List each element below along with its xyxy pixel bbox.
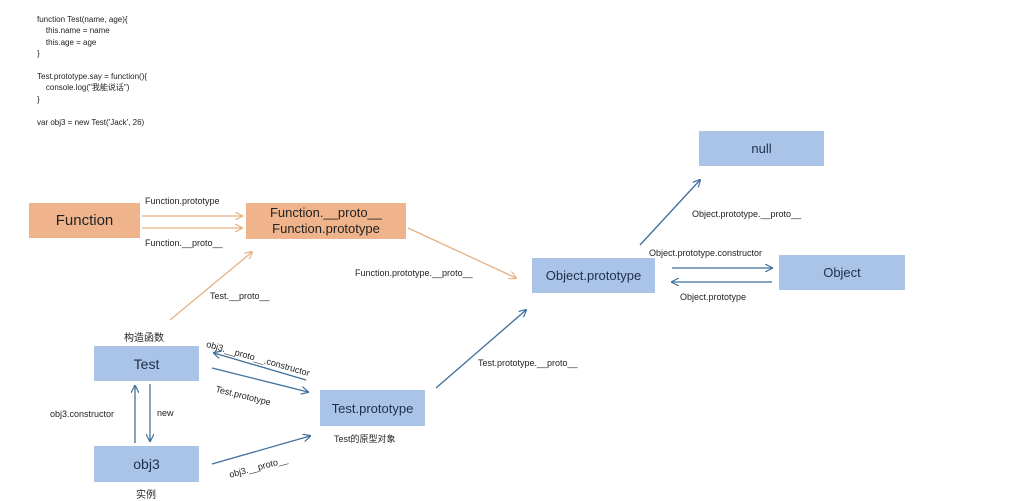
label-obj3-constructor: obj3.constructor	[50, 409, 115, 419]
code-line: var obj3 = new Test('Jack', 26)	[37, 117, 145, 127]
node-null: null	[699, 131, 824, 166]
code-line: console.log("我能说话")	[37, 83, 130, 93]
node-test-prototype: Test.prototype	[320, 390, 425, 426]
caption-instance: 实例	[136, 490, 156, 501]
code-line: this.name = name	[37, 26, 110, 36]
node-object-prototype: Object.prototype	[532, 258, 655, 293]
arrow-test-proto	[169, 252, 252, 321]
label-function-prototype: Function.prototype	[145, 196, 220, 206]
caption-test-prototype: Test的原型对象	[334, 434, 396, 444]
code-line: this.age = age	[37, 37, 97, 47]
label-object-prototype-constructor: Object.prototype.constructor	[649, 248, 763, 258]
label-function-proto: Function.__proto__	[145, 238, 223, 248]
node-test-label: Test	[133, 355, 160, 372]
label-test-proto: Test.__proto__	[210, 291, 270, 301]
label-test-prototype-proto: Test.prototype.__proto__	[478, 358, 578, 368]
caption-constructor: 构造函数	[124, 333, 164, 344]
label-function-prototype-proto: Function.prototype.__proto__	[355, 268, 473, 278]
arrow-test-prototype-proto	[435, 310, 526, 389]
node-function-label: Function	[55, 212, 114, 229]
label-object-prototype-proto: Object.prototype.__proto__	[692, 209, 802, 219]
node-function: Function	[29, 203, 140, 238]
node-test: Test	[94, 346, 199, 381]
node-object: Object	[779, 255, 905, 290]
node-obj3-label: obj3	[133, 456, 160, 472]
label-new: new	[157, 408, 174, 418]
node-object-prototype-label: Object.prototype	[545, 268, 642, 283]
label-object-prototype: Object.prototype	[680, 292, 747, 302]
node-obj3: obj3	[94, 446, 199, 482]
node-function-proto: Function.__proto__ Function.prototype	[246, 203, 406, 239]
node-object-label: Object	[823, 265, 861, 280]
code-line: }	[37, 94, 40, 104]
arrow-obj3-proto-constructor	[214, 353, 307, 381]
code-snippet: function Test(name, age){ this.name = na…	[37, 14, 147, 128]
code-line: Test.prototype.say = function(){	[37, 71, 148, 81]
code-line: function Test(name, age){	[37, 15, 128, 24]
code-line: }	[37, 49, 40, 59]
node-test-prototype-label: Test.prototype	[331, 400, 414, 416]
node-function-proto-label-2: Function.prototype	[272, 221, 380, 236]
arrow-test-prototype	[211, 367, 308, 392]
node-null-label: null	[751, 141, 772, 156]
arrow-function-prototype-proto	[407, 227, 516, 278]
arrow-obj3-proto	[211, 436, 310, 465]
node-function-proto-label-1: Function.__proto__	[269, 205, 383, 220]
arrow-object-prototype-proto	[639, 180, 700, 246]
